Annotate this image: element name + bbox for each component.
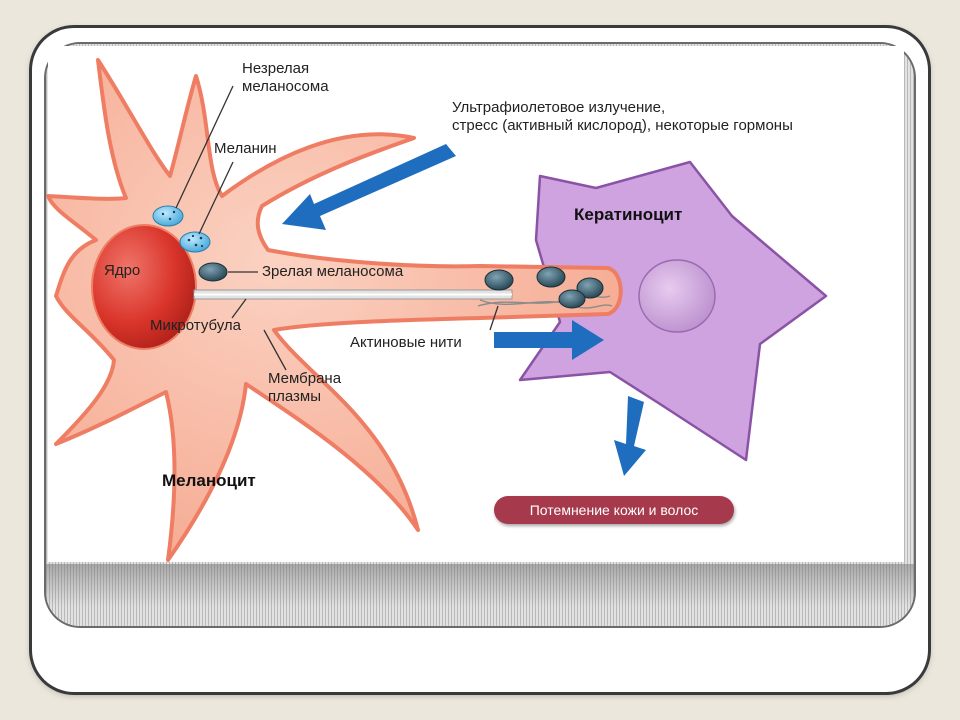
melanin-melanosome <box>179 231 211 253</box>
leader-lines <box>175 85 499 371</box>
label-immature-melanosome: Незрелая меланосома <box>242 60 329 95</box>
immature-melanosome <box>152 205 184 227</box>
label-mature-melanosome: Зрелая меланосома <box>262 263 404 280</box>
darkening-arrow <box>614 396 646 476</box>
stimulus-arrow <box>282 144 456 230</box>
label-keratinocyte: Кератиноцит <box>574 205 683 224</box>
arrows <box>282 144 646 476</box>
label-actin-filaments: Актиновые нити <box>350 334 462 351</box>
result-badge: Потемнение кожи и волос <box>494 496 734 524</box>
mature-melanosomes <box>198 262 604 309</box>
transfer-arrow <box>494 320 604 360</box>
label-nucleus: Ядро <box>104 262 141 279</box>
keratinocyte-nucleus <box>638 259 716 333</box>
label-plasma-membrane: Мембрана плазмы <box>268 370 342 405</box>
melanocyte-cell <box>46 58 623 562</box>
label-stimuli: Ультрафиолетовое излучение, стресс (акти… <box>452 99 793 134</box>
melanocyte-nucleus <box>91 224 197 350</box>
label-microtubule: Микротубула <box>150 317 242 334</box>
label-melanocyte: Меланоцит <box>162 471 256 490</box>
label-melanin: Меланин <box>214 140 277 157</box>
